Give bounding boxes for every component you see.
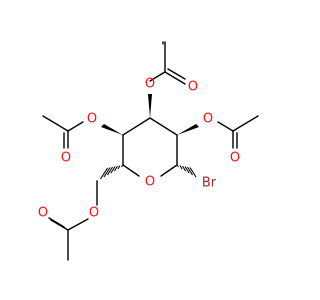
bond-c4-o-wedge xyxy=(101,124,123,135)
bond-c1-br-hashed xyxy=(177,165,197,178)
c3-carbonyl-oxygen-label: O xyxy=(188,80,198,95)
molecule-structure: O Br O O O O O O O O xyxy=(38,41,259,261)
acetate-c2 xyxy=(217,115,259,149)
c6-ester-oxygen-label: O xyxy=(89,206,99,221)
ring-oxygen-label: O xyxy=(145,175,155,190)
bond-c1-ring-o xyxy=(160,164,178,177)
c4-ester-oxygen-label: O xyxy=(87,112,97,127)
bromine-label: Br xyxy=(202,176,217,191)
acetate-c4 xyxy=(42,115,84,149)
bond-ring-o-c5 xyxy=(122,164,140,177)
c2-ester-oxygen-label: O xyxy=(203,112,213,127)
acetate-c3 xyxy=(149,41,186,85)
bond-c4-c3 xyxy=(122,117,151,136)
c4-carbonyl-oxygen-label: O xyxy=(61,151,71,166)
ring-bonds xyxy=(122,117,178,177)
bond-c2-o-wedge xyxy=(177,124,199,135)
c2-carbonyl-oxygen-label: O xyxy=(230,151,240,166)
c3-ester-oxygen-label: O xyxy=(145,77,155,92)
c6-carbonyl-oxygen-label: O xyxy=(38,206,48,221)
atom-labels: O Br O O O O O O O O xyxy=(38,77,240,221)
bond-c5-c6-hashed xyxy=(100,165,123,180)
bond-c3-o-wedge xyxy=(148,94,152,118)
bond-c3-c2 xyxy=(149,117,178,136)
acetate-c6 xyxy=(48,180,98,261)
